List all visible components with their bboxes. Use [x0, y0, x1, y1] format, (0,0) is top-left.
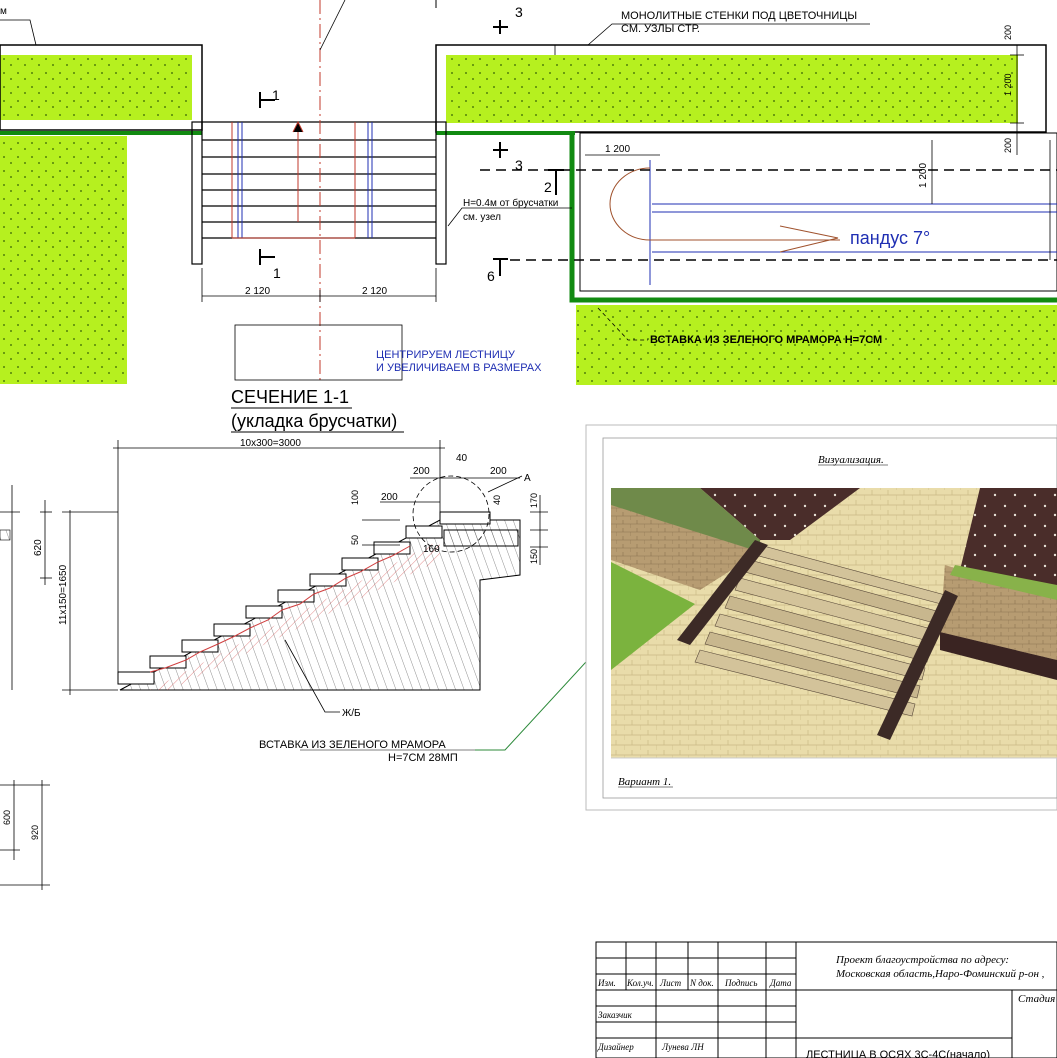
lawn-right — [576, 305, 1057, 385]
visualization-title: Визуализация. — [818, 454, 884, 466]
stamp-customer: Заказчик — [598, 1010, 633, 1020]
dim-right-2120: 2 120 — [362, 286, 387, 297]
stamp-col-data: Дата — [769, 978, 792, 988]
dim-200-b: 200 — [1003, 138, 1013, 153]
flower-bed-left — [0, 55, 192, 120]
visualization-panel: Визуализация. — [585, 424, 1057, 811]
title-block — [595, 941, 1057, 1058]
section-mark-1-top: 1 — [272, 87, 280, 103]
center-note-1: ЦЕНТРИРУЕМ ЛЕСТНИЦУ — [376, 349, 516, 361]
ramp-label: пандус 7° — [850, 228, 930, 248]
dim-height-total: 11х150=1650 — [58, 564, 69, 625]
dim-160: 160 — [423, 544, 440, 555]
stamp-col-izm: Изм. — [597, 978, 616, 988]
height-note-ref: см. узел — [463, 212, 501, 223]
stamp-col-list: Лист — [659, 978, 682, 988]
dim-920: 920 — [30, 825, 40, 840]
ramp-plan — [480, 140, 1057, 285]
dim-ramp-1200-top: 1 200 — [605, 144, 630, 155]
section-mark-3-top: 3 — [515, 4, 523, 20]
stamp-designer: Дизайнер — [597, 1042, 634, 1052]
stair-plan — [191, 0, 447, 384]
flower-bed-right — [446, 55, 1018, 123]
wall-label: МОНОЛИТНЫЕ СТЕНКИ ПОД ЦВЕТОЧНИЦЫ — [621, 10, 857, 22]
marble-insert-1: ВСТАВКА ИЗ ЗЕЛЕНОГО МРАМОРА — [259, 739, 446, 751]
stamp-designer-name: Лунева ЛН — [661, 1042, 704, 1052]
section-subtitle: (укладка брусчатки) — [231, 411, 397, 431]
center-note-2: И УВЕЛИЧИВАЕМ В РАЗМЕРАХ — [376, 362, 542, 374]
marble-insert-2: Н=7СМ 28МП — [388, 752, 458, 764]
dim-total: 10х300=3000 — [240, 438, 301, 449]
label-a: А — [524, 473, 531, 484]
dim-170: 170 — [529, 493, 539, 508]
stamp-col-koluch: Кол.уч. — [626, 978, 654, 988]
height-note: Н=0.4м от брусчатки — [463, 197, 558, 209]
dim-100: 100 — [350, 490, 360, 505]
stamp-col-ndok: N док. — [689, 978, 714, 988]
dim-150: 150 — [529, 549, 539, 564]
stamp-project-1: Проект благоустройства по адресу: — [835, 954, 1009, 966]
dim-ramp-1200-side: 1 200 — [918, 163, 929, 188]
marble-insert-plan: ВСТАВКА ИЗ ЗЕЛЕНОГО МРАМОРА Н=7СМ — [650, 334, 882, 346]
section-view: СЕЧЕНИЕ 1-1 (укладка брусчатки) 10х300=3… — [0, 387, 701, 890]
label-top-left: м — [0, 6, 7, 17]
stamp-sheet-title: ЛЕСТНИЦА В ОСЯХ 3С-4С(начало) — [806, 1049, 990, 1058]
section-mark-3-bottom: 3 — [515, 157, 523, 173]
dim-200-top-right: 200 — [490, 466, 507, 477]
variant-label: Вариант 1. — [618, 776, 671, 788]
dim-600: 600 — [2, 810, 12, 825]
lawn-left — [0, 136, 127, 384]
wall-ref-label: СМ. УЗЛЫ СТР. — [621, 23, 700, 35]
render-image — [611, 488, 1057, 759]
section-mark-1-bottom: 1 — [273, 265, 281, 281]
label-rc: Ж/Б — [342, 708, 361, 719]
stamp-col-podpis: Подпись — [724, 978, 758, 988]
dim-200-mid: 200 — [381, 492, 398, 503]
dim-50: 50 — [350, 535, 360, 545]
dim-200-a: 200 — [1003, 25, 1013, 40]
dim-left-2120: 2 120 — [245, 286, 270, 297]
dim-200-top: 200 — [413, 466, 430, 477]
section-mark-2: 2 — [544, 179, 552, 195]
dim-40-top: 40 — [456, 453, 468, 464]
section-title: СЕЧЕНИЕ 1-1 — [231, 387, 349, 407]
stamp-stage: Стадия — [1018, 993, 1055, 1005]
section-mark-6: 6 — [487, 268, 495, 284]
dim-620: 620 — [33, 539, 44, 556]
dim-1200-v: 1 200 — [1003, 73, 1013, 96]
stamp-project-2: Московская область,Наро-Фоминский р-он , — [835, 968, 1045, 980]
plan-view: 1 1 3 3 2 6 м МОНОЛИТНЫЕ СТЕНКИ ПОД ЦВЕТ… — [0, 0, 1057, 385]
dim-40: 40 — [492, 495, 502, 505]
